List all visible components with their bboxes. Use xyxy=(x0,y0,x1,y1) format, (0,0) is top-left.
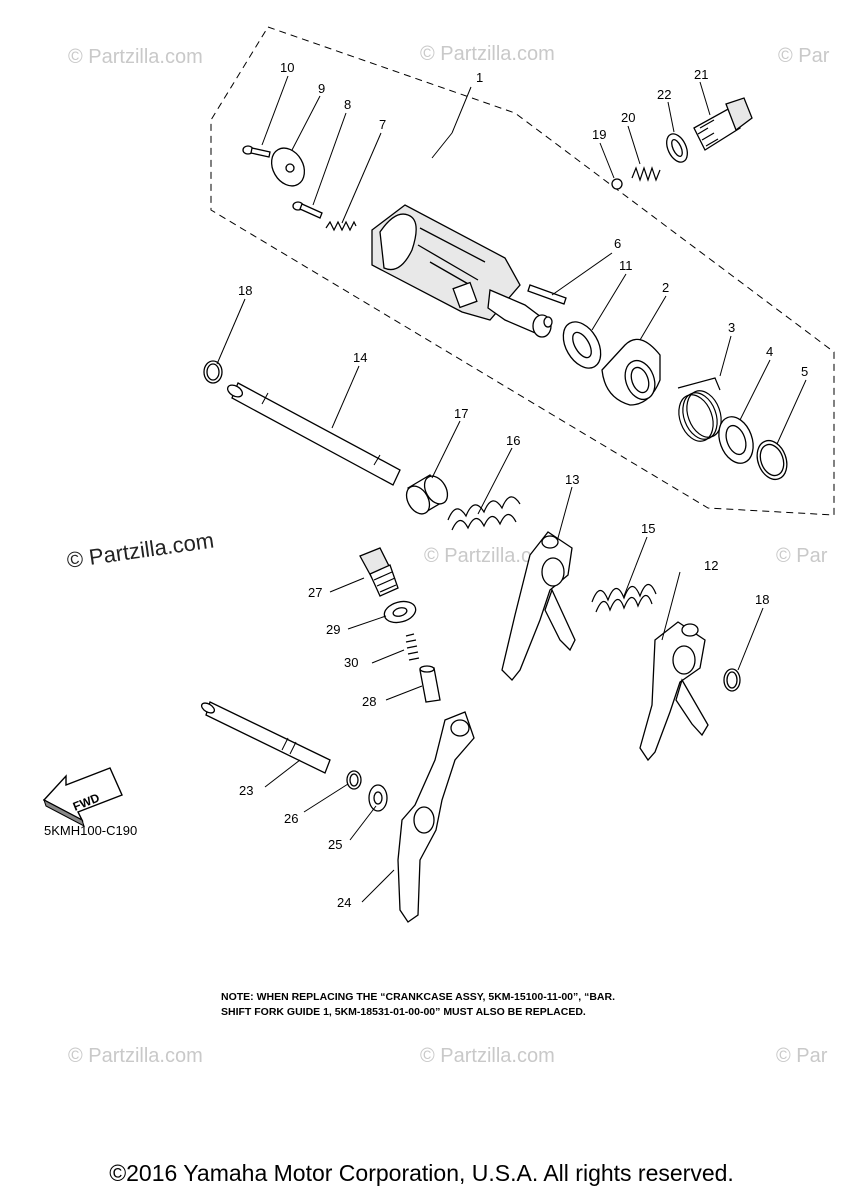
callout-18-left: 18 xyxy=(238,283,252,298)
callout-25: 25 xyxy=(328,837,342,852)
callout-13: 13 xyxy=(565,472,579,487)
callout-19: 19 xyxy=(592,127,606,142)
plate-9 xyxy=(270,147,306,187)
spring-7 xyxy=(325,220,357,232)
spring-30 xyxy=(405,633,420,661)
watermarks: © Partzilla.com © Partzilla.com © Par © … xyxy=(65,43,830,1067)
note-line-1: NOTE: WHEN REPLACING THE “CRANKCASE ASSY… xyxy=(221,991,616,1003)
plug-21 xyxy=(693,97,753,151)
callout-27: 27 xyxy=(308,585,322,600)
washer-4 xyxy=(718,416,754,464)
watermark: © Partzilla.com xyxy=(68,46,203,68)
callout-12: 12 xyxy=(704,558,718,573)
watermark: © Par xyxy=(778,45,830,67)
watermark: © Par xyxy=(776,545,828,567)
spring-16 xyxy=(447,496,521,531)
washer-25 xyxy=(368,784,388,812)
assembly-outline xyxy=(210,26,835,516)
watermark: © Par xyxy=(776,1045,828,1067)
callout-23: 23 xyxy=(239,783,253,798)
callout-15: 15 xyxy=(641,521,655,536)
callout-10: 10 xyxy=(280,60,294,75)
callout-1: 1 xyxy=(476,70,483,85)
callout-17: 17 xyxy=(454,406,468,421)
washer-22 xyxy=(666,133,688,163)
callout-3: 3 xyxy=(728,320,735,335)
callout-7: 7 xyxy=(379,117,386,132)
callout-14: 14 xyxy=(353,350,367,365)
callout-24: 24 xyxy=(337,895,351,910)
callout-20: 20 xyxy=(621,110,635,125)
shift-drum xyxy=(371,204,553,338)
screw-8 xyxy=(292,201,323,219)
replacement-note: NOTE: WHEN REPLACING THE “CRANKCASE ASSY… xyxy=(221,990,741,1020)
watermark: © Partzilla.com xyxy=(424,545,559,567)
shaft-14 xyxy=(226,382,401,486)
screw-10 xyxy=(242,145,271,158)
ball-19 xyxy=(611,178,623,190)
pin-6 xyxy=(527,284,567,305)
copyright: ©2016 Yamaha Motor Corporation, U.S.A. A… xyxy=(109,1160,734,1186)
callout-4: 4 xyxy=(766,344,773,359)
collar-17 xyxy=(405,474,449,515)
circlip-5 xyxy=(756,439,788,481)
callout-2: 2 xyxy=(662,280,669,295)
spring-20 xyxy=(631,166,661,182)
shaft-23 xyxy=(200,701,331,774)
leader-lines xyxy=(216,75,807,903)
circlip-18-left xyxy=(203,360,223,384)
diagram-code: 5KMH100-C190 xyxy=(44,823,138,838)
pin-28 xyxy=(419,665,441,703)
washer-29 xyxy=(383,600,417,624)
fwd-arrow-icon: FWD xyxy=(42,767,123,828)
shift-fork-13 xyxy=(501,531,576,681)
stopper-bolt-27 xyxy=(359,547,399,597)
callout-26: 26 xyxy=(284,811,298,826)
callout-8: 8 xyxy=(344,97,351,112)
watermark-large: © Partzilla.com xyxy=(65,528,215,573)
watermark: © Partzilla.com xyxy=(420,1045,555,1067)
washer-11 xyxy=(562,321,602,369)
callout-18-right: 18 xyxy=(755,592,769,607)
callout-11: 11 xyxy=(619,258,633,273)
callout-6: 6 xyxy=(614,236,621,251)
callout-5: 5 xyxy=(801,364,808,379)
callout-21: 21 xyxy=(694,67,708,82)
callout-16: 16 xyxy=(506,433,520,448)
watermark: © Partzilla.com xyxy=(68,1045,203,1067)
shift-fork-12 xyxy=(639,621,709,762)
callout-30: 30 xyxy=(344,655,358,670)
circlip-18-right xyxy=(723,668,741,692)
callout-29: 29 xyxy=(326,622,340,637)
shift-lever-24 xyxy=(397,711,475,923)
segment-2 xyxy=(601,338,661,406)
callout-9: 9 xyxy=(318,81,325,96)
watermark: © Partzilla.com xyxy=(420,43,555,65)
note-line-2: SHIFT FORK GUIDE 1, 5KM-18531-01-00-00” … xyxy=(221,1006,586,1018)
callout-22: 22 xyxy=(657,87,671,102)
spring-15 xyxy=(591,583,657,613)
callout-28: 28 xyxy=(362,694,376,709)
clip-26 xyxy=(346,770,362,790)
torsion-spring-3 xyxy=(677,377,722,442)
callout-numbers: 1 2 3 4 5 6 7 8 9 10 11 12 13 14 15 16 1… xyxy=(238,60,808,910)
